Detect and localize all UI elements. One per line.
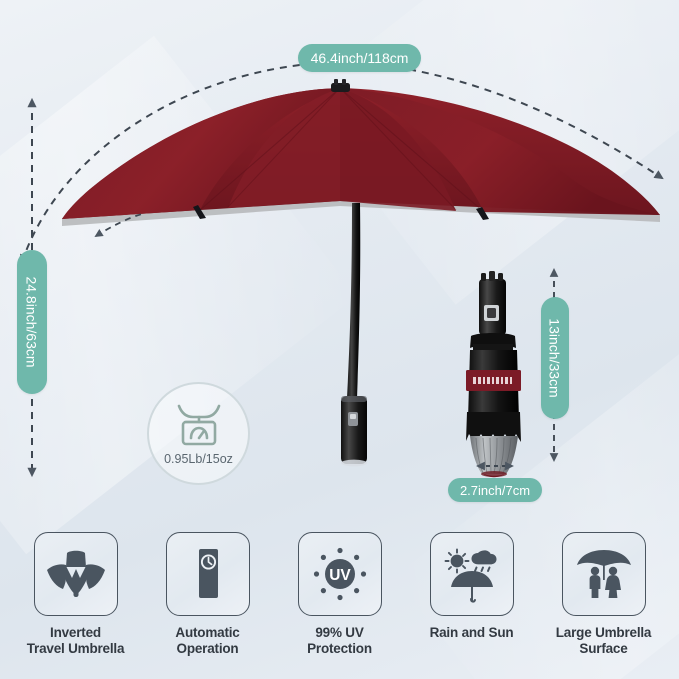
canopy-panel-right-outer bbox=[340, 88, 660, 215]
canopy-span-value: 46.4inch/118cm bbox=[310, 50, 409, 66]
feature-label-line1: 99% UV bbox=[315, 625, 364, 640]
canopy-span-arc bbox=[20, 60, 664, 264]
canopy-span-label: 46.4inch/118cm bbox=[298, 44, 421, 72]
inverted-umbrella-icon bbox=[46, 550, 105, 597]
folded-handle-prong bbox=[498, 273, 503, 281]
canopy-finial-tip bbox=[342, 79, 346, 85]
folded-width-label: 2.7inch/7cm bbox=[448, 478, 542, 502]
feature-icon-box bbox=[33, 532, 118, 616]
feature-icon-box bbox=[561, 532, 646, 616]
feature-icon-box bbox=[429, 532, 514, 616]
open-umbrella-graphic bbox=[62, 79, 660, 467]
folded-handle-prong bbox=[481, 273, 486, 281]
folded-width-value: 2.7inch/7cm bbox=[459, 482, 531, 498]
open-height-value: 24.8inch/63cm bbox=[24, 276, 40, 368]
feature-automatic-operation[interactable]: Automatic Operation bbox=[146, 532, 269, 679]
handle-button-highlight bbox=[350, 414, 356, 419]
uv-sun-icon: UV bbox=[313, 547, 366, 601]
feature-icon-box bbox=[165, 532, 250, 616]
canopy-span-arc-inner bbox=[94, 213, 143, 237]
feature-label-line2: Surface bbox=[579, 640, 628, 656]
folded-canopy-hem bbox=[466, 412, 521, 443]
feature-label: Inverted Travel Umbrella bbox=[27, 625, 125, 657]
feature-label: Large Umbrella Surface bbox=[555, 625, 652, 657]
scale-icon bbox=[177, 404, 220, 445]
feature-label: Rain and Sun bbox=[430, 625, 514, 641]
folded-length-value: 13inch/33cm bbox=[547, 318, 564, 398]
auto-handle-button-icon bbox=[198, 549, 218, 598]
canopy-finial bbox=[331, 83, 350, 92]
feature-label-line1: Rain and Sun bbox=[429, 625, 514, 640]
folded-handle-button-inner bbox=[487, 308, 496, 318]
handle-collar bbox=[341, 396, 367, 402]
feature-large-umbrella-surface[interactable]: Large Umbrella Surface bbox=[542, 532, 665, 679]
feature-label-line1: Inverted bbox=[50, 625, 101, 640]
feature-label-line1: Large Umbrella bbox=[555, 625, 652, 640]
feature-icon-box: UV bbox=[297, 532, 382, 616]
brand-logo-mark bbox=[473, 377, 512, 384]
feature-inverted-travel-umbrella[interactable]: Inverted Travel Umbrella bbox=[14, 532, 137, 679]
weight-badge: 0.95Lb/15oz bbox=[147, 382, 250, 485]
umbrella-two-people-icon bbox=[576, 550, 631, 598]
feature-label-line2: Travel Umbrella bbox=[26, 640, 125, 656]
feature-label: 99% UV Protection bbox=[307, 625, 372, 657]
feature-label-line1: Automatic bbox=[175, 625, 240, 640]
svg-text:UV: UV bbox=[329, 567, 351, 584]
feature-label-line2: Operation bbox=[176, 640, 239, 656]
umbrella-handle bbox=[341, 396, 367, 464]
folded-handle-prong bbox=[489, 271, 495, 281]
handle-end-cap bbox=[341, 459, 367, 467]
folded-silver-pleats bbox=[475, 437, 512, 474]
folded-length-label: 13inch/33cm bbox=[541, 297, 569, 419]
feature-label-line2: Protection bbox=[307, 640, 372, 656]
folded-base-shadow bbox=[481, 471, 507, 477]
feature-uv-protection[interactable]: UV 99% UV Protection bbox=[278, 532, 401, 679]
feature-row: Inverted Travel Umbrella Automatic Opera… bbox=[0, 520, 679, 679]
feature-rain-and-sun[interactable]: Rain and Sun bbox=[410, 532, 533, 679]
umbrella-shaft bbox=[347, 203, 361, 399]
open-height-label: 24.8inch/63cm bbox=[17, 250, 47, 394]
feature-label: Automatic Operation bbox=[175, 625, 239, 657]
rain-and-sun-icon bbox=[444, 548, 496, 603]
folded-umbrella-graphic bbox=[466, 271, 521, 478]
hero-illustration bbox=[20, 60, 664, 478]
canopy-finial-tip bbox=[334, 79, 338, 85]
weight-value: 0.95Lb/15oz bbox=[164, 451, 233, 466]
